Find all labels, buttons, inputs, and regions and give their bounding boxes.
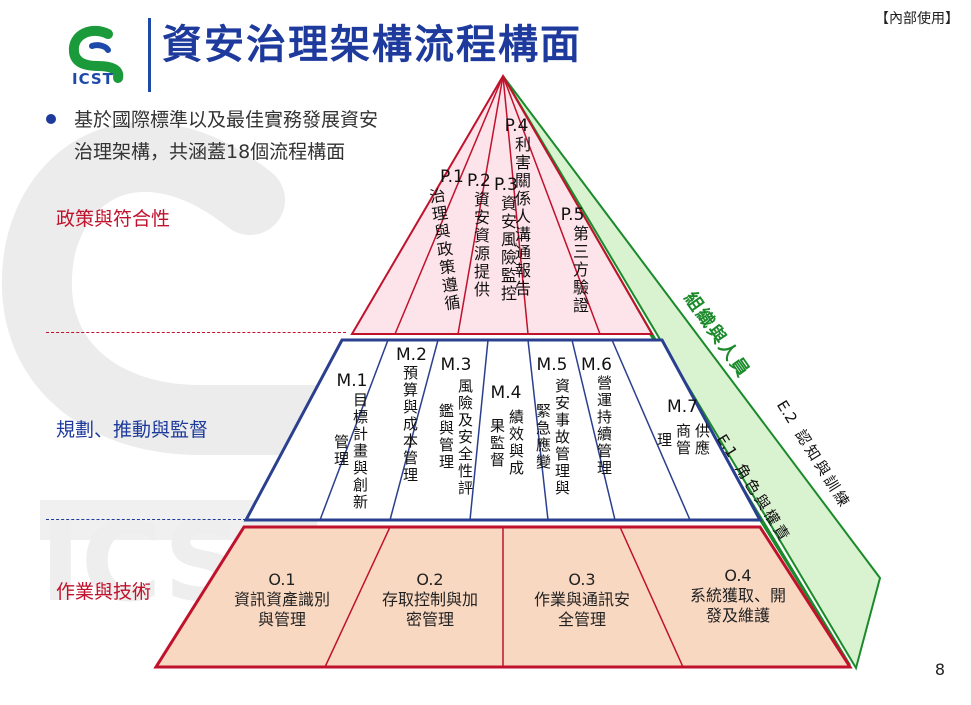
mgmt-item-m7: M.7 供應商管理 <box>654 398 711 463</box>
ops-code: O.1 <box>268 570 296 589</box>
ops-item-o1: O.1 資訊資產識別 與管理 <box>222 570 342 630</box>
policy-item-p5: P.5 第三方驗證 <box>556 205 589 316</box>
mgmt-name: 目標計畫與創新管理 <box>332 391 369 511</box>
bullet-dot <box>46 114 56 124</box>
ops-item-o4: O.4 系統獲取、開 發及維護 <box>676 566 800 626</box>
ops-code: O.2 <box>416 570 444 589</box>
policy-item-p4: P.4 利害關係人溝通報告 <box>502 116 531 299</box>
page-number: 8 <box>934 660 945 679</box>
icst-logo <box>68 25 124 83</box>
ops-code: O.3 <box>568 570 596 589</box>
mgmt-item-m2: M.2 預算與成本管理 <box>396 345 427 485</box>
ops-code: O.4 <box>724 566 752 585</box>
ops-name-line2: 發及維護 <box>705 606 770 625</box>
ops-name-line1: 資訊資產識別 <box>233 590 330 609</box>
mgmt-code: M.6 <box>581 355 612 375</box>
section-planning: 規劃、推動與監督 <box>56 419 209 441</box>
intro-bullet: 基於國際標準以及最佳實務發展資安 治理架構，共涵蓋18個流程構面 <box>46 104 466 168</box>
mgmt-name: 營運持續管理 <box>595 375 613 477</box>
policy-code: P.2 <box>467 171 491 191</box>
bullet-line-2: 治理架構，共涵蓋18個流程構面 <box>74 141 346 163</box>
mgmt-item-m3: M.3 風險及安全性評鑑與管理 <box>437 355 474 499</box>
policy-name: 資安風險監控 <box>498 195 517 303</box>
mgmt-name: 供應商管理 <box>655 423 711 457</box>
ops-name-line2: 全管理 <box>557 610 606 629</box>
mgmt-name: 風險及安全性評鑑與管理 <box>437 377 474 497</box>
mgmt-code: M.5 <box>536 355 568 375</box>
mgmt-item-m4: M.4 績效與成果監督 <box>487 384 525 483</box>
separator-policy <box>46 332 346 333</box>
policy-code: P.5 <box>560 205 585 225</box>
bullet-line-1: 基於國際標準以及最佳實務發展資安 <box>74 109 379 131</box>
ops-name-line1: 作業與通訊安 <box>533 590 630 609</box>
mgmt-code: M.1 <box>336 371 368 391</box>
mgmt-code: M.2 <box>396 345 427 365</box>
mgmt-item-m1: M.1 目標計畫與創新管理 <box>332 371 369 511</box>
policy-code: P.4 <box>504 116 529 136</box>
policy-layer <box>350 74 654 335</box>
ops-name-line1: 系統獲取、開 <box>689 586 786 605</box>
policy-code: P.1 <box>440 167 464 187</box>
section-policy: 政策與符合性 <box>56 208 171 230</box>
mgmt-code: M.7 <box>667 397 698 417</box>
policy-item-p2: P.2 資安資源提供 <box>467 171 491 300</box>
title-divider <box>148 18 151 92</box>
policy-item-p1: P.1 治理與政策遵循 <box>425 167 464 314</box>
policy-code: P.3 <box>494 175 518 195</box>
mgmt-code: M.3 <box>440 355 472 375</box>
ops-item-o2: O.2 存取控制與加 密管理 <box>368 570 492 630</box>
section-operations: 作業與技術 <box>56 581 152 603</box>
logo-text: ICST <box>72 70 114 88</box>
ops-name-line2: 與管理 <box>257 610 306 629</box>
policy-name: 第三方驗證 <box>570 225 589 315</box>
policy-name: 利害關係人溝通報告 <box>512 136 531 298</box>
mgmt-code: M.4 <box>490 383 522 403</box>
ops-name-line2: 密管理 <box>405 610 454 629</box>
mgmt-name: 預算與成本管理 <box>401 365 419 484</box>
classification-tag: 【內部使用】 <box>875 11 959 27</box>
separator-planning <box>46 519 246 520</box>
page-title: 資安治理架構流程構面 <box>162 22 582 68</box>
mgmt-name: 績效與成果監督 <box>488 409 525 477</box>
policy-item-p3: P.3 資安風險監控 <box>494 175 518 304</box>
policy-name: 資安資源提供 <box>471 191 490 299</box>
mgmt-item-m5: M.5 資安事故管理與緊急應變 <box>533 356 571 499</box>
ops-item-o3: O.3 作業與通訊安 全管理 <box>520 570 644 630</box>
mgmt-name: 資安事故管理與緊急應變 <box>534 377 571 497</box>
ops-name-line1: 存取控制與加 <box>381 590 478 609</box>
mgmt-item-m6: M.6 營運持續管理 <box>580 355 613 478</box>
